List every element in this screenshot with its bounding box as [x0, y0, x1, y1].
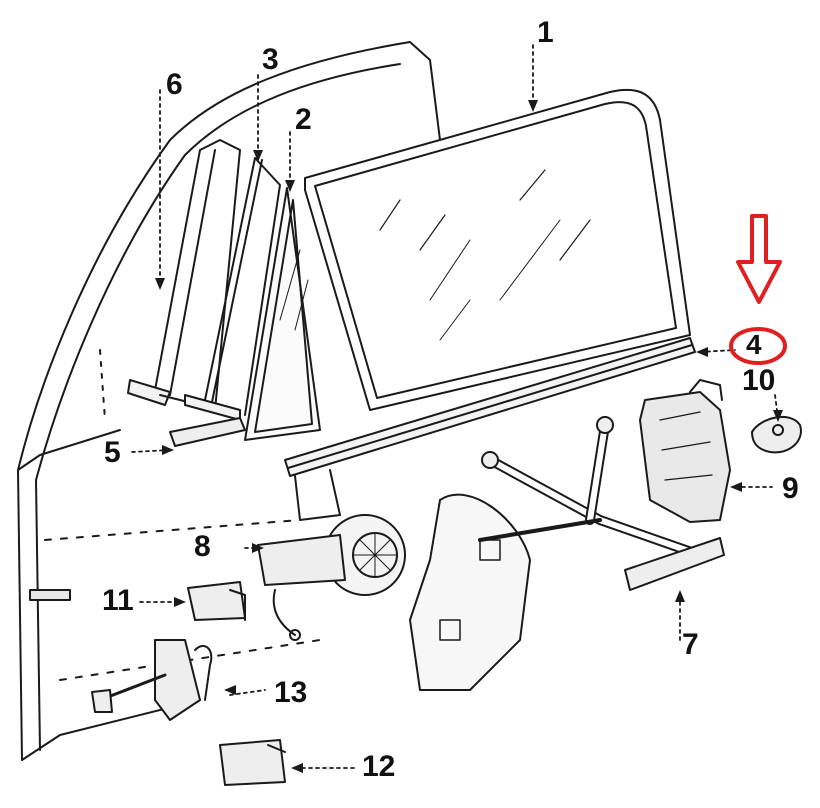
callout-1: 1	[537, 16, 554, 49]
part-11-hinge	[187, 581, 246, 621]
callout-2: 2	[295, 103, 312, 136]
callout-11: 11	[102, 584, 134, 617]
part-10-striker	[751, 416, 802, 454]
part-8-window-motor	[257, 514, 406, 641]
callout-4: 4	[746, 329, 762, 360]
part-1-door-glass	[304, 88, 691, 411]
callout-9: 9	[782, 472, 799, 505]
callout-12: 12	[362, 750, 396, 783]
part-2-quarter-glass	[244, 187, 321, 441]
callout-8: 8	[194, 530, 211, 563]
part-6-rear-channel	[127, 139, 241, 411]
callout-13: 13	[274, 676, 308, 709]
part-4-highlight	[729, 214, 787, 365]
part-12-lower-hinge	[219, 739, 286, 786]
part-13-door-check	[91, 639, 213, 721]
part-4-glass-channel	[284, 337, 696, 521]
part-7-window-regulator	[409, 416, 725, 691]
part-9-lock	[639, 379, 731, 523]
door-shell	[17, 41, 441, 761]
callout-10: 10	[742, 364, 776, 397]
leader-arrowheads	[155, 100, 783, 773]
callout-5: 5	[104, 436, 121, 469]
part-5-lower-seal	[169, 417, 246, 447]
callout-7: 7	[682, 628, 699, 661]
callout-3: 3	[262, 43, 279, 76]
callout-6: 6	[166, 68, 183, 101]
